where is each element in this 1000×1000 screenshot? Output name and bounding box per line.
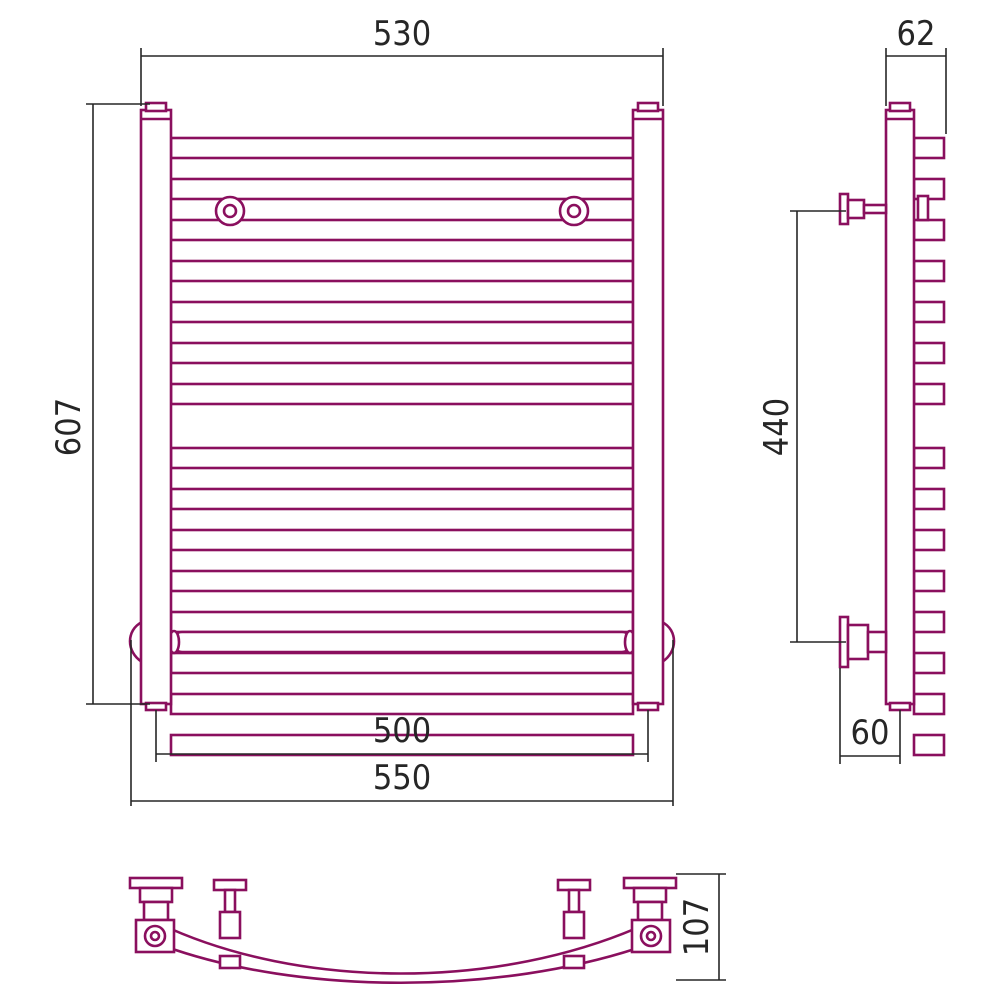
right-upright: [631, 108, 665, 706]
front-rungs: [169, 136, 635, 757]
top-right-wall-bracket: [556, 878, 592, 970]
dimension-62: 62: [885, 14, 947, 134]
side-rung-stub-4: [912, 259, 946, 283]
left-wall-mount: [214, 195, 246, 227]
side-rung-stub-14: [912, 692, 946, 716]
dimension-label-107: 107: [677, 898, 717, 956]
dimension-550: 550: [130, 640, 674, 806]
side-rung-stub-13: [912, 651, 946, 675]
side-rung-stub-15: [912, 733, 946, 757]
rung-15: [169, 733, 635, 757]
side-rung-stub-11: [912, 569, 946, 593]
top-right-valve: [622, 876, 678, 954]
rung-12: [169, 610, 635, 634]
side-upright: [884, 108, 916, 706]
side-rung-stub-10: [912, 528, 946, 552]
top-view: 107: [128, 873, 726, 984]
rung-7: [169, 382, 635, 406]
top-curved-bar: [159, 922, 647, 975]
rung-2: [169, 177, 635, 201]
rung-9: [169, 487, 635, 511]
bottom-connector-bar: [170, 630, 634, 654]
side-rung-stub-12: [912, 610, 946, 634]
top-left-valve: [128, 876, 184, 954]
rung-6: [169, 341, 635, 365]
dimension-107: 107: [676, 873, 726, 981]
dimension-label-60: 60: [851, 713, 890, 753]
rung-8: [169, 446, 635, 470]
side-rung-stub-1: [912, 136, 946, 160]
rung-10: [169, 528, 635, 552]
rung-5: [169, 300, 635, 324]
dimension-label-607: 607: [49, 398, 89, 456]
right-top-cap: [636, 101, 660, 113]
side-rung-stub-5: [912, 300, 946, 324]
dimension-530: 530: [140, 14, 664, 106]
dimension-label-62: 62: [897, 14, 936, 54]
left-top-cap: [144, 101, 168, 113]
dimension-60: 60: [839, 668, 901, 764]
side-rung-stub-8: [912, 446, 946, 470]
side-rung-stub-6: [912, 341, 946, 365]
top-left-wall-bracket: [212, 878, 248, 970]
dimension-label-530: 530: [373, 14, 431, 54]
rung-1: [169, 136, 635, 160]
left-bottom-bracket: [128, 620, 143, 664]
front-view: 530 607 500 550: [49, 14, 676, 806]
side-rung-stub-9: [912, 487, 946, 511]
side-top-cap: [888, 101, 912, 113]
side-view: 62 440 60: [757, 14, 947, 764]
side-rung-stub-3: [912, 218, 946, 242]
side-rung-stub-7: [912, 382, 946, 406]
side-bottom-valve: [838, 615, 888, 669]
left-upright: [139, 108, 173, 706]
right-bottom-cap: [636, 701, 660, 712]
side-top-wall-bracket: [838, 192, 930, 226]
dimension-label-440: 440: [757, 398, 797, 456]
right-wall-mount: [558, 195, 590, 227]
side-bottom-cap: [888, 701, 912, 712]
rung-3: [169, 218, 635, 242]
right-bottom-bracket: [661, 620, 676, 664]
rung-4: [169, 259, 635, 283]
dimension-label-500: 500: [373, 711, 431, 751]
dimension-500: 500: [155, 710, 649, 762]
dimension-607: 607: [49, 103, 150, 705]
rung-13: [169, 651, 635, 675]
dimension-440: 440: [757, 210, 846, 643]
side-rung-stubs: [912, 136, 946, 757]
dimension-label-550: 550: [373, 758, 431, 798]
rung-11: [169, 569, 635, 593]
